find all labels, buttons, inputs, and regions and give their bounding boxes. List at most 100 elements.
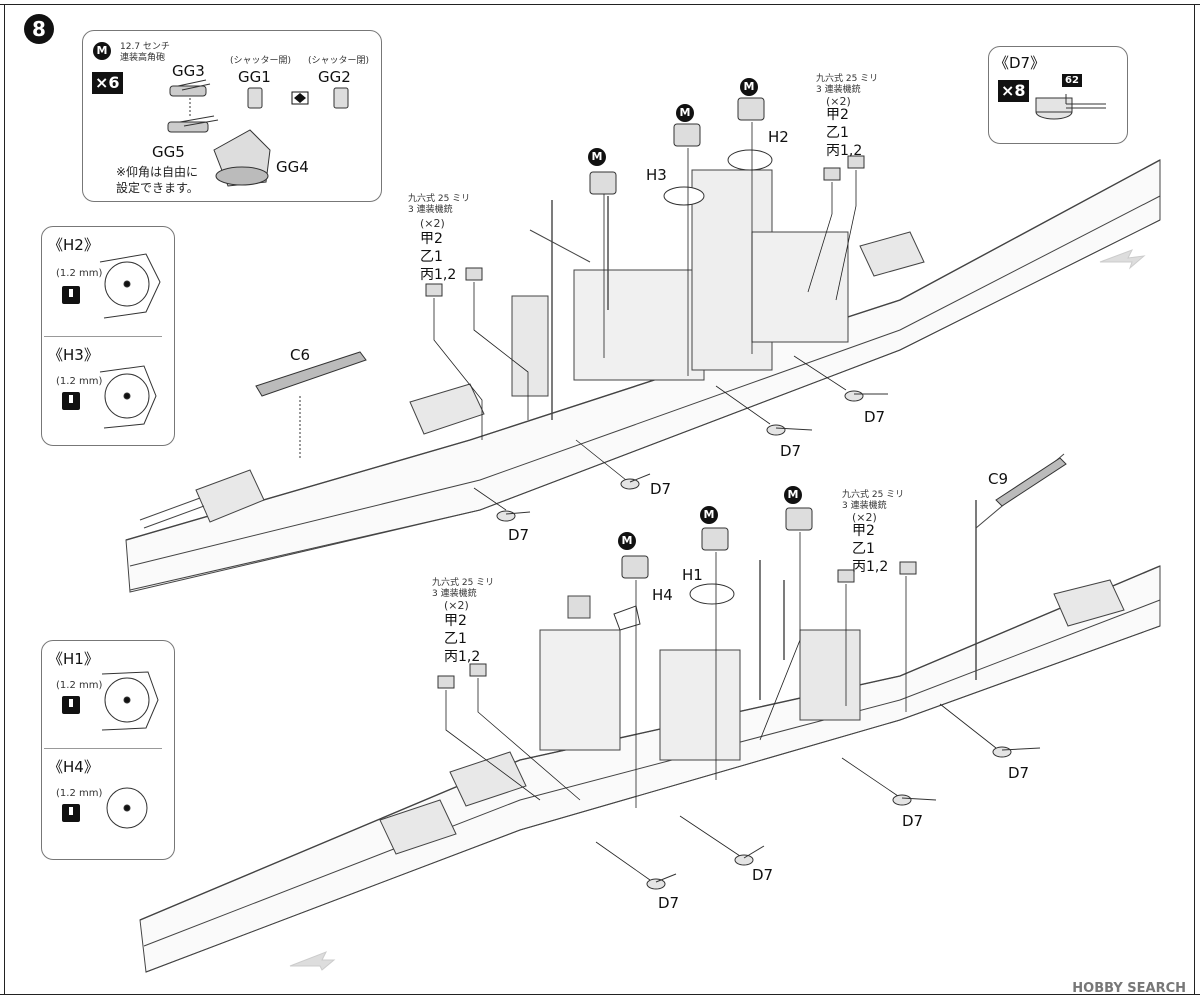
drill-hole-icon-h2: [62, 286, 80, 304]
gun-gg1-sketch: [247, 87, 263, 109]
part-label-gg1: GG1: [238, 68, 271, 86]
gun-gg5-sketch: [167, 115, 219, 133]
aa-gun-name-bottom-left: 九六式 25 ミリ 3 連装機銃: [432, 578, 494, 600]
aa-gun-mult-bottom-right: (×2): [852, 511, 877, 524]
elevation-note-text: ※仰角は自由に 設定できます。: [116, 165, 199, 195]
inset-title-h4: 《H4》: [48, 758, 99, 776]
part-label-gg3: GG3: [172, 62, 205, 80]
aa-gun-mult-bottom-left: (×2): [444, 599, 469, 612]
label-d7-top-3: D7: [780, 442, 802, 460]
step-number-badge: 8: [24, 14, 54, 44]
aa-gun-variants-top-left: 甲2 乙1 丙1,2: [420, 230, 456, 284]
bow-arrow-top: [1099, 249, 1146, 270]
hole-size-h4: (1.2 mm): [56, 788, 103, 799]
paint-mark-m-bottom-3: M: [784, 486, 802, 504]
aa-gun-name-top-right: 九六式 25 ミリ 3 連装機銃: [816, 74, 878, 96]
aa-gun-variants-bottom-right-text: 甲2 乙1 丙1,2: [852, 523, 889, 575]
top-aa-guns: [425, 155, 865, 297]
aa-gun-mult-top-left: (×2): [420, 217, 445, 230]
top-m-guns: [589, 97, 765, 195]
label-h2: H2: [768, 128, 789, 146]
aa-gun-variants-top-right-text: 甲2 乙1 丙1,2: [826, 107, 863, 159]
bottom-m-guns: [621, 507, 813, 579]
part-c6-sketch: [255, 351, 367, 397]
paint-mark-m-top-1: M: [588, 148, 606, 166]
aa-gun-name-top-left-text: 九六式 25 ミリ 3 連装機銃: [408, 194, 471, 215]
page-border-bottom: [0, 994, 1200, 995]
part-label-gg4: GG4: [276, 158, 309, 176]
inset-h4-drawing: [106, 787, 148, 829]
part-h1-tub: [689, 583, 735, 605]
part-label-gg2: GG2: [318, 68, 351, 86]
paint-mark-m-icon: M: [93, 42, 111, 60]
gun-quantity-badge: ×6: [92, 72, 123, 94]
hole-size-h1: (1.2 mm): [56, 680, 103, 691]
inset-h1-drawing: [101, 671, 159, 731]
aa-gun-variants-bottom-left: 甲2 乙1 丙1,2: [444, 612, 480, 666]
drill-hole-icon-h1: [62, 696, 80, 714]
part-h4-tub: [613, 605, 641, 631]
watermark-logo: HOBBY SEARCH: [1072, 981, 1186, 996]
page-border-right: [1194, 4, 1195, 994]
aa-gun-variants-top-right: 甲2 乙1 丙1,2: [826, 106, 862, 160]
label-c9: C9: [988, 470, 1009, 488]
elevation-note: ※仰角は自由に 設定できます。: [116, 164, 199, 196]
inset-divider-top: [44, 336, 162, 337]
paint-mark-m-bottom-1: M: [618, 532, 636, 550]
aa-gun-variants-bottom-left-text: 甲2 乙1 丙1,2: [444, 613, 481, 665]
inset-title-h3: 《H3》: [48, 346, 99, 364]
page-border-top: [0, 4, 1200, 5]
aa-gun-name-bottom-right: 九六式 25 ミリ 3 連装機銃: [842, 490, 904, 512]
label-d7-bottom-1: D7: [658, 894, 680, 912]
inset-title-h1: 《H1》: [48, 650, 99, 668]
label-d7-bottom-3: D7: [902, 812, 924, 830]
gun-name-text: 12.7 センチ 連装高角砲: [120, 42, 170, 63]
bottom-d7-parts: [646, 746, 1041, 890]
paint-mark-m-bottom-2: M: [700, 506, 718, 524]
d7-box-title: 《D7》: [994, 54, 1046, 72]
aa-gun-name-bottom-right-text: 九六式 25 ミリ 3 連装機銃: [842, 490, 905, 511]
bow-arrow-bottom: [289, 951, 336, 971]
d7-quantity-badge: ×8: [998, 80, 1029, 102]
part-h3-tub: [663, 186, 705, 206]
label-d7-bottom-4: D7: [1008, 764, 1030, 782]
inset-h3-drawing: [99, 365, 157, 429]
label-h1: H1: [682, 566, 703, 584]
gun-gg2-sketch: [333, 87, 349, 109]
paint-mark-m-top-3: M: [740, 78, 758, 96]
gun-gg3-sketch: [169, 79, 211, 97]
shutter-closed-label: (シャッター閉): [308, 56, 370, 66]
aa-gun-name-bottom-left-text: 九六式 25 ミリ 3 連装機銃: [432, 578, 495, 599]
drill-hole-icon-h4: [62, 804, 80, 822]
aa-gun-name-top-right-text: 九六式 25 ミリ 3 連装機銃: [816, 74, 879, 95]
hole-size-h2: (1.2 mm): [56, 268, 103, 279]
top-d7-parts: [496, 390, 888, 522]
drill-hole-icon-h3: [62, 392, 80, 410]
inset-h2-drawing: [99, 253, 161, 319]
gun-gg4-sketch: [213, 129, 271, 187]
inset-title-h2: 《H2》: [48, 236, 99, 254]
label-c6: C6: [290, 346, 311, 364]
bottom-ship-hull: [139, 453, 1161, 973]
label-d7-top-2: D7: [650, 480, 672, 498]
paint-code-62-badge: 62: [1062, 74, 1082, 87]
aa-gun-variants-top-left-text: 甲2 乙1 丙1,2: [420, 231, 457, 283]
label-d7-top-1: D7: [508, 526, 530, 544]
bottom-aa-guns: [437, 561, 917, 689]
hole-size-h3: (1.2 mm): [56, 376, 103, 387]
part-c9-sketch: [995, 457, 1067, 507]
label-h4: H4: [652, 586, 673, 604]
shutter-open-label: (シャッター開): [230, 56, 292, 66]
aa-gun-variants-bottom-right: 甲2 乙1 丙1,2: [852, 522, 888, 576]
d7-part-sketch: [1035, 94, 1106, 120]
paint-mark-m-top-2: M: [676, 104, 694, 122]
part-label-gg5: GG5: [152, 143, 185, 161]
label-d7-top-4: D7: [864, 408, 886, 426]
page-border-left: [4, 4, 5, 994]
label-h3: H3: [646, 166, 667, 184]
gun-name-label: 12.7 センチ 連装高角砲: [120, 42, 170, 64]
inset-divider-bottom: [44, 748, 162, 749]
top-ship-hull: [125, 159, 1161, 593]
label-d7-bottom-2: D7: [752, 866, 774, 884]
aa-gun-name-top-left: 九六式 25 ミリ 3 連装機銃: [408, 194, 470, 216]
